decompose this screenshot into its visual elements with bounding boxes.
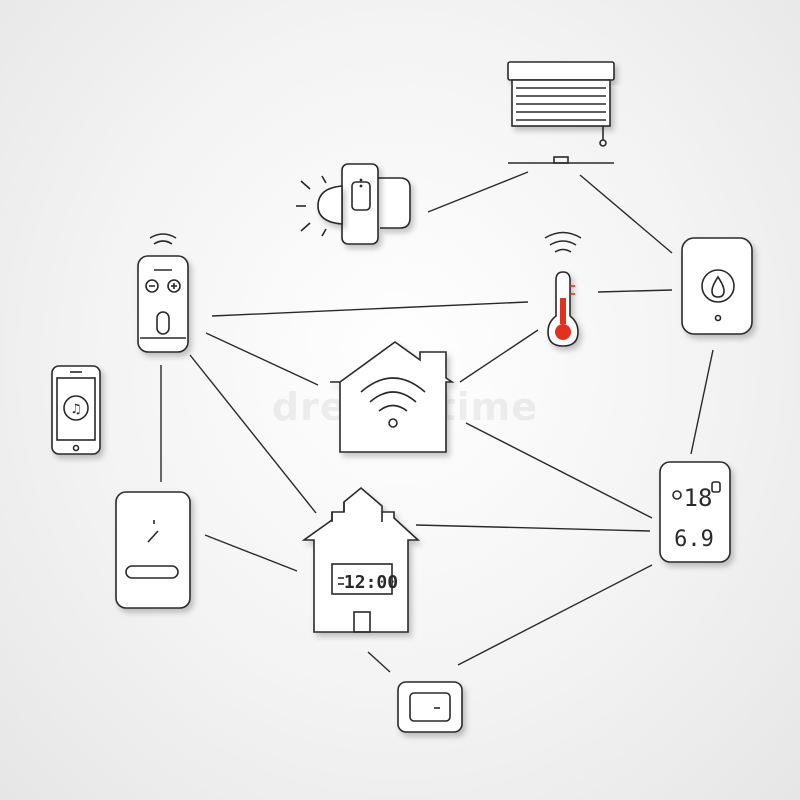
connection-line bbox=[367, 651, 391, 673]
connection-line bbox=[189, 354, 317, 514]
temperature-humidity-display-icon: 18 6.9 bbox=[659, 461, 731, 563]
connection-line bbox=[457, 564, 653, 666]
connection-line bbox=[427, 171, 529, 213]
connection-line bbox=[211, 301, 529, 317]
door-sensor-icon bbox=[296, 163, 411, 245]
wall-switch-icon bbox=[115, 491, 191, 609]
connection-line bbox=[415, 524, 651, 532]
climate-top-value: 18 bbox=[684, 484, 713, 512]
wifi-home-hub-icon bbox=[330, 341, 455, 453]
smartphone-icon: ♫ bbox=[51, 365, 101, 455]
connection-line bbox=[204, 534, 298, 572]
window-blinds-icon bbox=[507, 61, 615, 164]
connection-line bbox=[597, 289, 673, 293]
svg-text:♫: ♫ bbox=[70, 402, 82, 417]
connection-line bbox=[465, 422, 653, 519]
connection-line bbox=[205, 332, 319, 386]
water-leak-sensor-icon bbox=[681, 237, 753, 335]
connection-line bbox=[690, 349, 714, 455]
light-switch-plate-icon bbox=[397, 681, 463, 733]
home-clock-display-icon: 12:00 bbox=[301, 486, 421, 633]
clock-time: 12:00 bbox=[344, 572, 398, 593]
climate-bottom-value: 6.9 bbox=[674, 527, 714, 552]
connection-lines bbox=[160, 171, 714, 673]
connection-line bbox=[579, 174, 673, 254]
remote-control-icon bbox=[137, 233, 189, 353]
connection-line bbox=[459, 329, 539, 383]
thermometer-sensor-icon bbox=[544, 231, 582, 347]
